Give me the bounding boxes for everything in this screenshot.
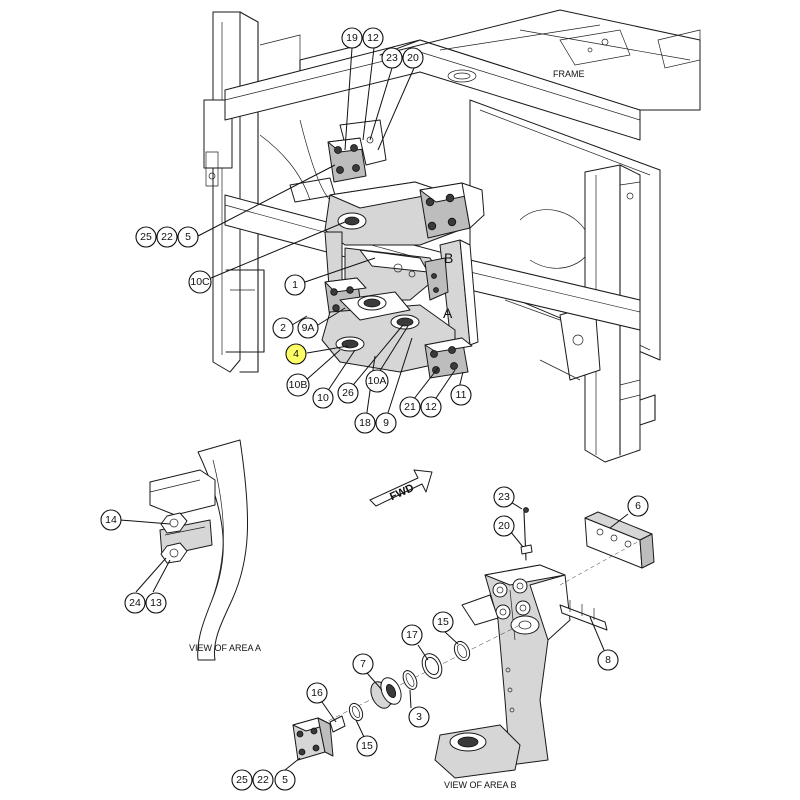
callout-7[interactable]: 7 [352,653,374,675]
frame-illustration [203,9,701,463]
svg-text:22: 22 [257,774,269,786]
callout-19[interactable]: 19 [341,27,363,49]
svg-text:12: 12 [367,32,379,44]
callout-15-upper[interactable]: 15 [432,611,454,633]
callout-8[interactable]: 8 [597,649,619,671]
svg-text:18: 18 [359,417,371,429]
svg-text:22: 22 [161,231,173,243]
svg-text:2: 2 [280,322,286,334]
callout-22[interactable]: 22 [156,226,178,248]
svg-text:24: 24 [129,597,141,609]
callout-16[interactable]: 16 [306,682,328,704]
svg-text:26: 26 [342,387,354,399]
view-area-a [119,439,249,661]
callout-14[interactable]: 14 [100,509,122,531]
frame-label: FRAME [553,69,585,79]
hitch-bracket-assembly [321,119,485,379]
callout-9[interactable]: 9 [375,412,397,434]
callouts: 19 12 23 20 25 22 5 10C 1 2 9A 4 10B 10 … [100,27,649,791]
svg-text:7: 7 [360,658,366,670]
svg-text:10B: 10B [289,379,308,391]
callout-10a[interactable]: 10A [365,369,389,393]
svg-text:9: 9 [383,417,389,429]
fwd-label: FWD [388,482,416,503]
callout-26[interactable]: 26 [337,382,359,404]
svg-text:15: 15 [361,740,373,752]
callout-12-lower[interactable]: 12 [420,396,442,418]
callout-5[interactable]: 5 [177,226,199,248]
callout-24[interactable]: 24 [124,592,146,614]
svg-text:10A: 10A [368,375,387,387]
callout-3[interactable]: 3 [408,706,430,728]
fwd-arrow: FWD [369,469,433,507]
svg-text:1: 1 [292,279,298,291]
svg-text:23: 23 [498,491,510,503]
svg-text:25: 25 [140,231,152,243]
svg-text:6: 6 [635,500,641,512]
callout-10b[interactable]: 10B [286,373,310,397]
callout-20-view-b[interactable]: 20 [493,515,515,537]
callout-18[interactable]: 18 [354,412,376,434]
callout-25[interactable]: 25 [135,226,157,248]
callout-25-view-b[interactable]: 25 [231,769,253,791]
svg-text:12: 12 [425,401,437,413]
callout-22-view-b[interactable]: 22 [252,769,274,791]
svg-text:9A: 9A [302,322,315,334]
svg-text:10: 10 [317,392,329,404]
svg-text:21: 21 [404,401,416,413]
svg-text:17: 17 [406,629,418,641]
svg-text:11: 11 [456,389,467,401]
svg-text:19: 19 [346,32,358,44]
svg-text:8: 8 [605,654,611,666]
svg-text:5: 5 [282,774,288,786]
svg-text:4: 4 [293,348,299,360]
area-a-marker: A [443,305,453,321]
svg-text:10C: 10C [190,276,210,288]
callout-10[interactable]: 10 [312,387,334,409]
svg-text:13: 13 [150,597,162,609]
svg-text:3: 3 [416,711,422,723]
svg-text:23: 23 [386,52,398,64]
callout-6[interactable]: 6 [627,495,649,517]
callout-13[interactable]: 13 [145,592,167,614]
view-area-b [284,498,655,779]
callout-23[interactable]: 23 [381,47,403,69]
callout-20[interactable]: 20 [402,47,424,69]
callout-23-view-b[interactable]: 23 [493,486,515,508]
callout-2[interactable]: 2 [272,317,294,339]
callout-11[interactable]: 11 [450,384,472,406]
callout-1[interactable]: 1 [284,274,306,296]
callout-4-highlighted[interactable]: 4 [285,343,307,365]
svg-text:20: 20 [498,520,510,532]
callout-12[interactable]: 12 [362,27,384,49]
callout-10c[interactable]: 10C [188,270,212,294]
callout-17[interactable]: 17 [401,624,423,646]
view-area-a-label: VIEW OF AREA A [189,643,261,653]
svg-text:25: 25 [236,774,248,786]
svg-text:5: 5 [185,231,191,243]
svg-text:16: 16 [311,687,323,699]
area-b-marker: B [444,250,453,266]
callout-15-lower[interactable]: 15 [356,735,378,757]
svg-text:15: 15 [437,616,449,628]
svg-text:14: 14 [105,514,117,526]
svg-text:20: 20 [407,52,419,64]
view-area-b-label: VIEW OF AREA B [444,780,517,790]
callout-5-view-b[interactable]: 5 [274,769,296,791]
callout-9a[interactable]: 9A [297,317,319,339]
callout-21[interactable]: 21 [399,396,421,418]
